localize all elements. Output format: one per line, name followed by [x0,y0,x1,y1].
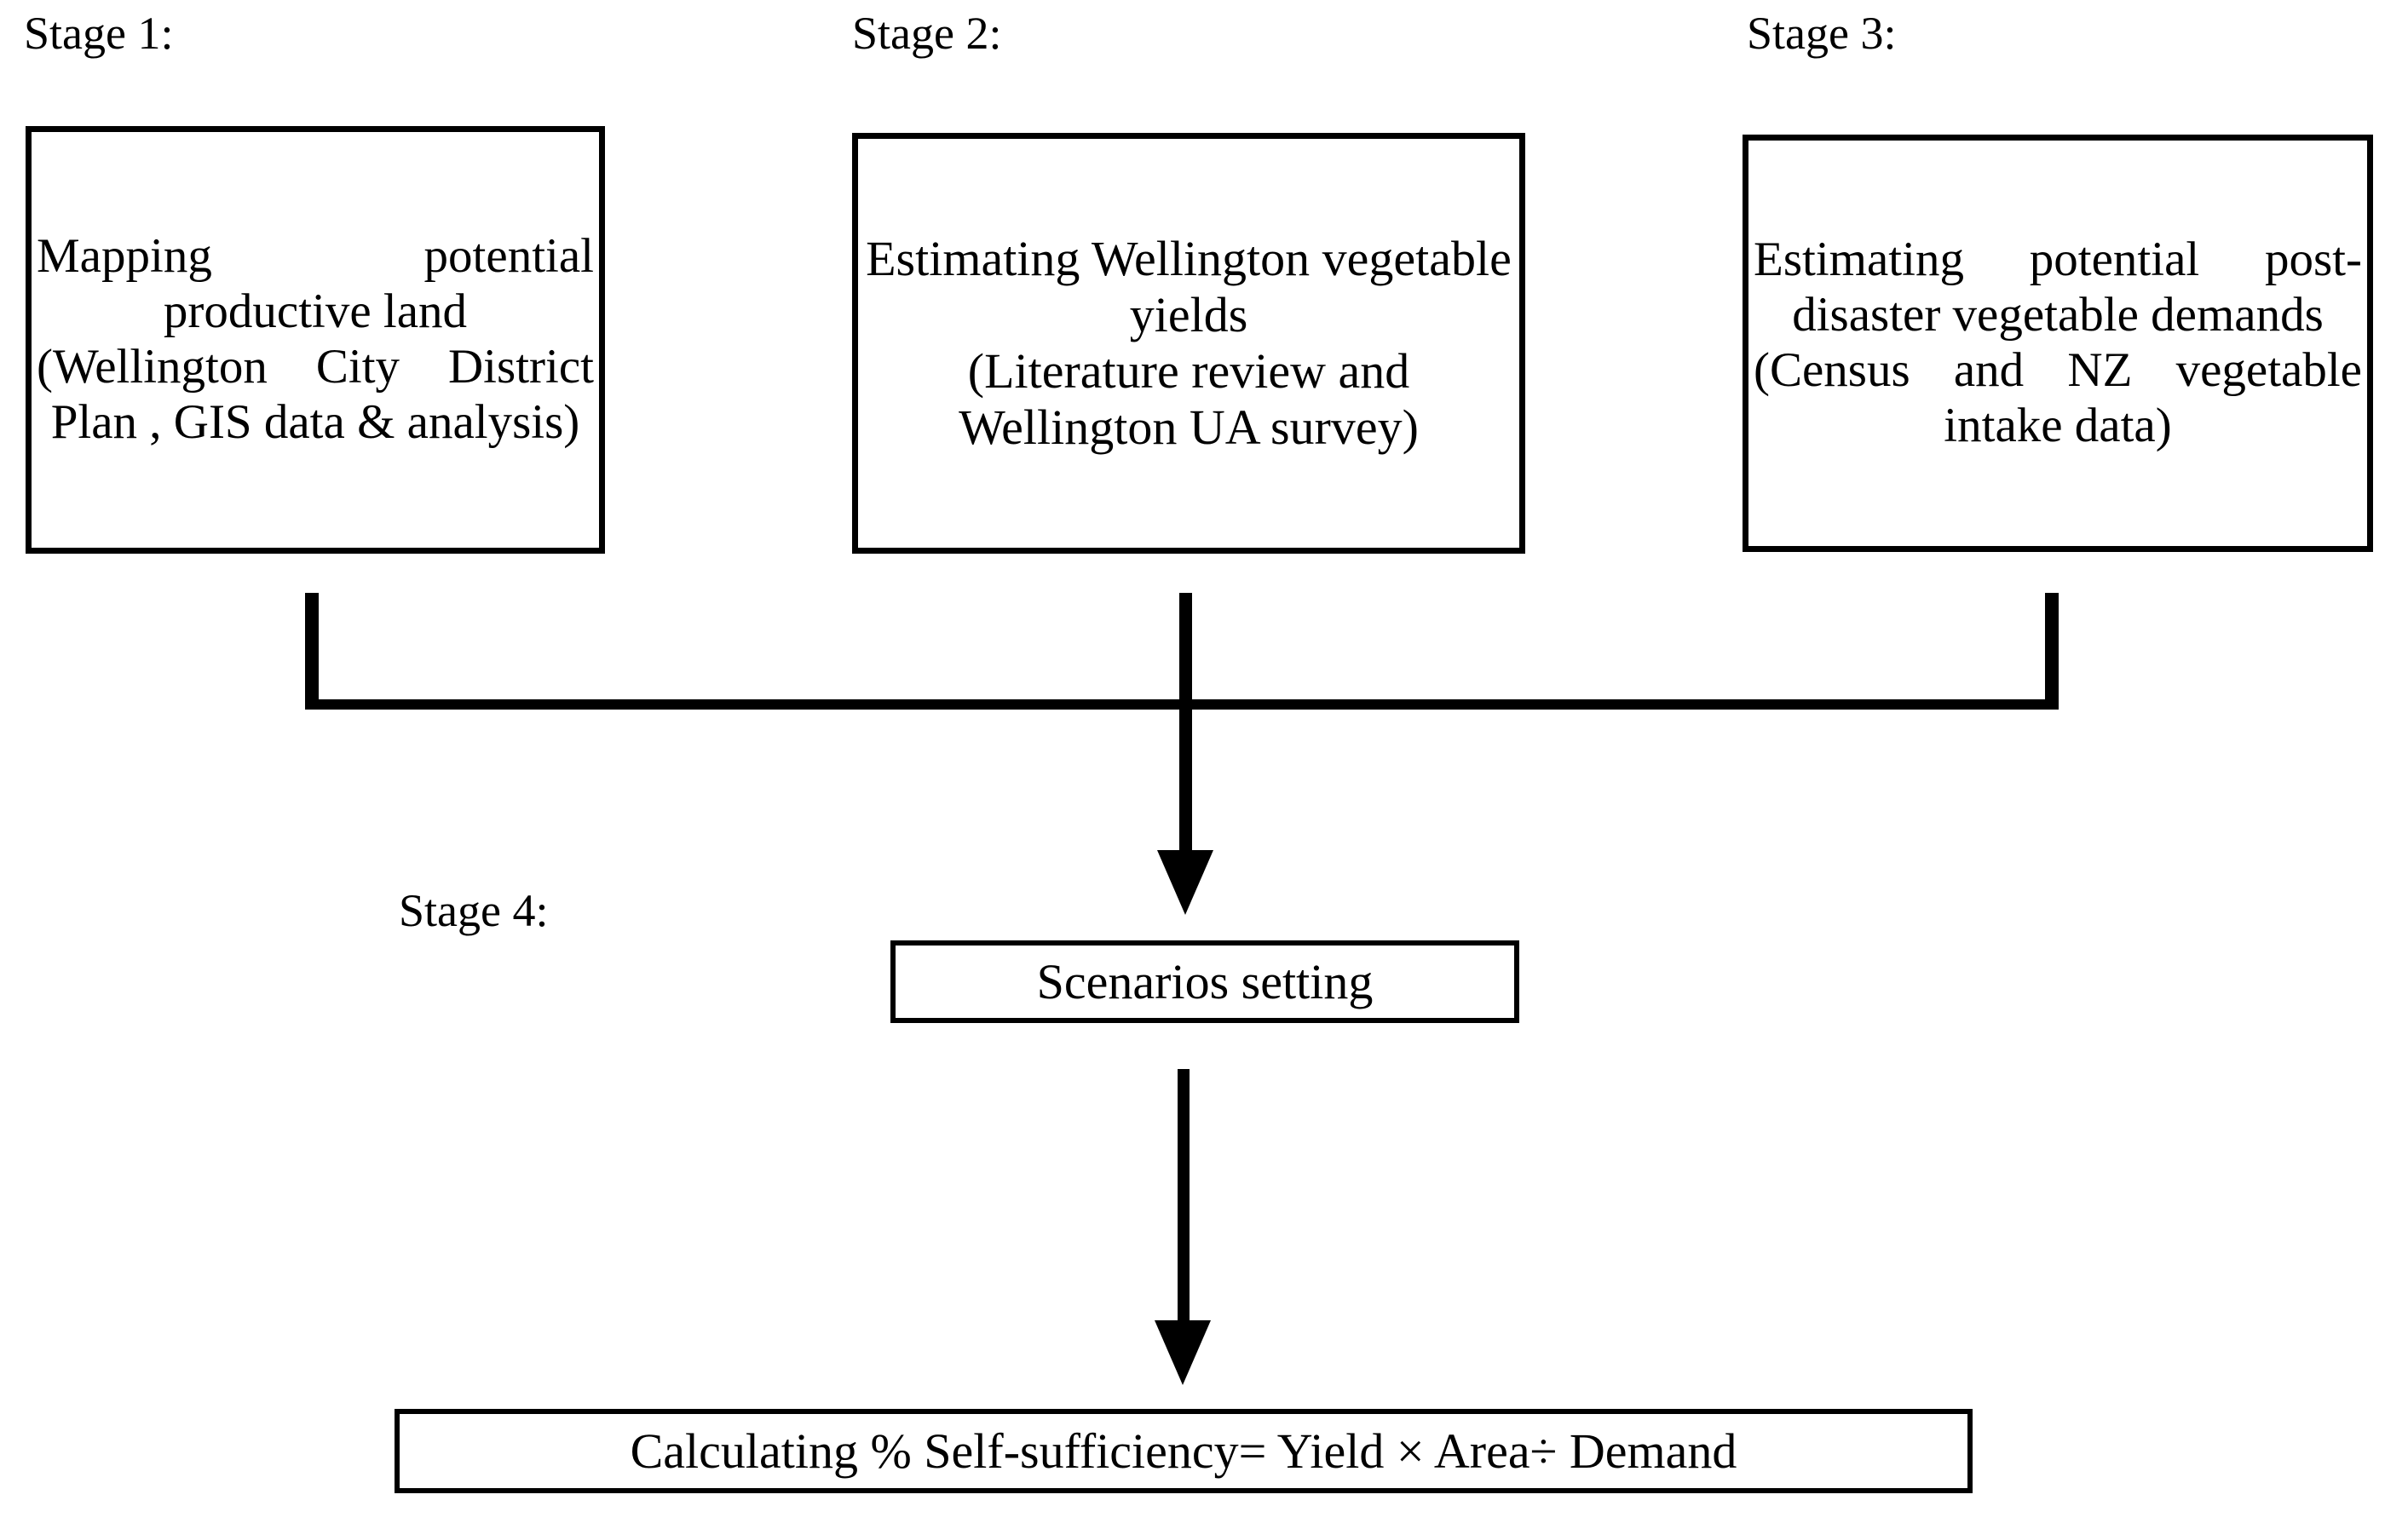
self-sufficiency-formula-box: Calculating % Self-sufficiency= Yield × … [395,1409,1973,1493]
stage-2-box-text: Estimating Wellington vegetable yields (… [858,231,1519,456]
stage-4-label: Stage 4: [399,885,549,936]
self-sufficiency-formula-text: Calculating % Self-sufficiency= Yield × … [630,1423,1737,1479]
arrow-head [1157,850,1213,915]
stage-2-box-line-1: Estimating Wellington vegetable yields [866,230,1512,342]
arrow-head [1155,1320,1211,1385]
stage-2-box-line-2: (Literature review and Wellington UA sur… [959,343,1419,456]
stage-1-connector-stem [305,593,319,710]
stage-2-box: Estimating Wellington vegetable yields (… [852,133,1525,554]
stage-3-box: Estimating potential post-disaster veget… [1743,135,2373,552]
scenarios-setting-text: Scenarios setting [1036,953,1374,1009]
stage-1-box: Mapping potential productive land (Welli… [26,126,605,554]
stage-1-box-text: Mapping potential productive land (Welli… [32,229,599,451]
junction-bar [305,699,2059,710]
stage-3-connector-stem [2045,593,2059,710]
stage-3-label: Stage 3: [1747,8,1897,59]
scenarios-setting-box: Scenarios setting [890,940,1519,1023]
stage-2-label: Stage 2: [852,8,1002,59]
arrow-shaft [1179,710,1192,863]
stage-3-box-text: Estimating potential post-disaster veget… [1748,233,2367,454]
stage-2-connector-stem [1179,593,1192,710]
stage-1-box-line-2: (Wellington City District Plan , GIS dat… [37,340,594,449]
stage-1-box-line-1: Mapping potential productive land [37,229,594,339]
stage-1-label: Stage 1: [24,8,174,59]
arrow-shaft [1178,1069,1190,1333]
stage-3-box-line-1: Estimating potential post-disaster veget… [1754,233,2362,342]
stage-3-box-line-2: (Census and NZ vegetable intake data) [1754,343,2362,452]
